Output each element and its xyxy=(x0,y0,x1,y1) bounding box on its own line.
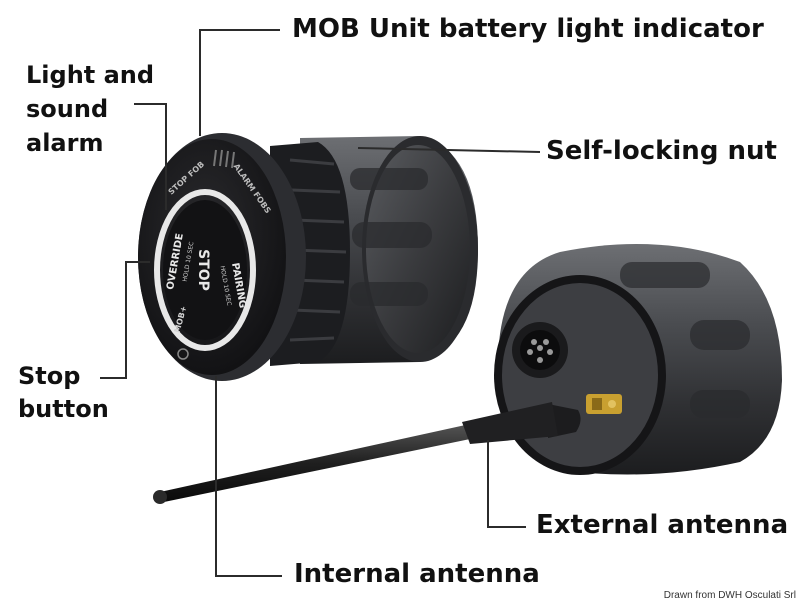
stop-text: STOP xyxy=(195,249,211,291)
label-internal-antenna: Internal antenna xyxy=(294,559,540,589)
label-alarm-line-1: Light and xyxy=(26,61,155,89)
stop-button-ring xyxy=(154,189,256,351)
label-self-locking-nut: Self-locking nut xyxy=(546,136,777,166)
stop-button xyxy=(163,200,247,340)
screw-mark xyxy=(177,348,189,360)
image-credit: Drawn from DWH Osculati Srl xyxy=(663,590,796,601)
label-alarm-line-3: alarm xyxy=(26,129,104,157)
front-unit: STOP OVERRIDE HOLD 10 SEC PAIRING HOLD 1… xyxy=(138,133,478,381)
rear-unit-face xyxy=(502,283,658,467)
label-external-antenna: External antenna xyxy=(536,510,789,540)
leader-battery xyxy=(199,29,280,136)
label-battery-indicator: MOB Unit battery light indicator xyxy=(292,14,764,44)
connector-pins xyxy=(527,339,553,363)
antenna-tip xyxy=(153,490,167,504)
rear-unit-flutes xyxy=(620,262,750,418)
label-light-sound-alarm: Light and sound alarm xyxy=(26,58,154,160)
rear-unit xyxy=(494,244,782,475)
leader-nut xyxy=(357,147,541,153)
leader-alarm xyxy=(134,103,167,210)
label-alarm-line-2: sound xyxy=(26,95,109,123)
leader-stop xyxy=(100,261,150,379)
label-stop-line-2: button xyxy=(18,395,109,423)
label-stop-button: Stop button xyxy=(18,360,109,426)
nut-flutes xyxy=(350,168,432,306)
label-stop-line-1: Stop xyxy=(18,362,81,390)
leader-external-antenna xyxy=(487,440,526,528)
battery-indicator-marks xyxy=(213,149,235,169)
antenna-terminal xyxy=(586,394,622,414)
external-antenna xyxy=(153,402,558,504)
leader-internal-antenna xyxy=(215,376,282,577)
